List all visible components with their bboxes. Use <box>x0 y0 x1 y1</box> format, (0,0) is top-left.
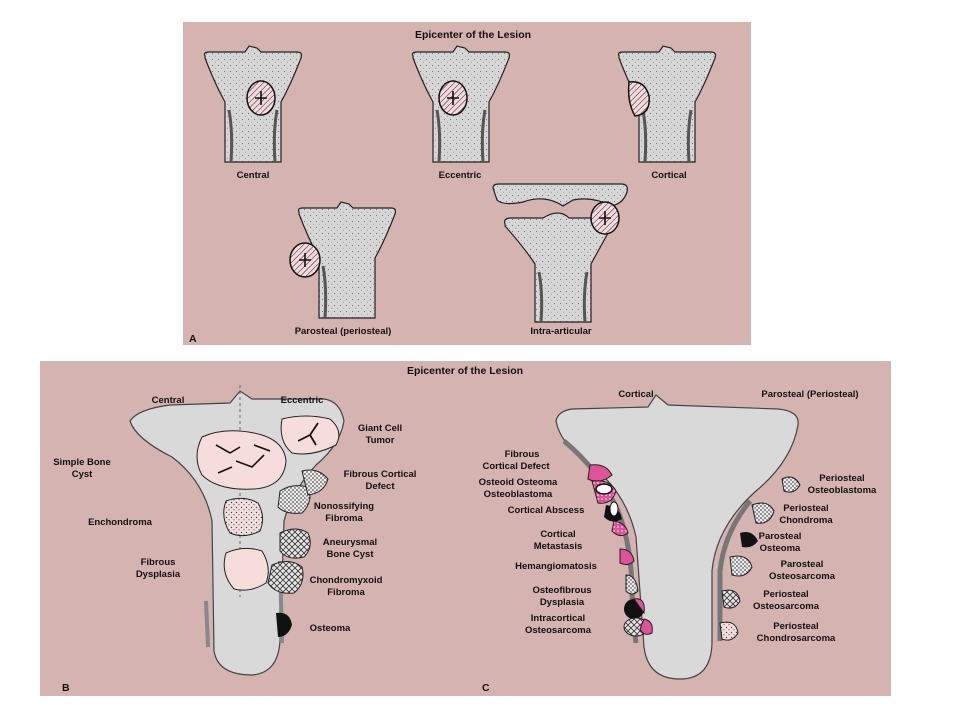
label-periosteal-osteosarcoma-1: Periosteal <box>763 589 808 600</box>
label-osteofibrous-dysplasia-1: Osteofibrous <box>532 585 591 596</box>
label-periosteal-osteoblastoma-1: Periosteal <box>819 473 864 484</box>
panel-b-letter: B <box>62 682 70 694</box>
label-parosteal-osteoma-2: Osteoma <box>760 543 801 554</box>
panel-bc-diagram: Epicenter of the Lesion Central Eccentri… <box>53 365 877 694</box>
c-header-cortical: Cortical <box>618 389 653 400</box>
label-periosteal-chondroma-2: Chondroma <box>779 515 833 526</box>
label-parosteal-osteosarcoma-1: Parosteal <box>781 559 824 570</box>
b-header-eccentric: Eccentric <box>281 395 324 406</box>
label-chondromyxoid-fibroma-1: Chondromyxoid <box>310 575 383 586</box>
label-intra-articular: Intra-articular <box>530 326 592 337</box>
label-periosteal-chondrosarcoma-2: Chondrosarcoma <box>757 633 836 644</box>
label-periosteal-osteosarcoma-2: Osteosarcoma <box>753 601 820 612</box>
panel-c-letter: C <box>482 682 490 694</box>
panel-bc: Epicenter of the Lesion Central Eccentri… <box>40 361 891 696</box>
label-osteoblastoma: Osteoblastoma <box>484 489 553 500</box>
label-osteoid-osteoma: Osteoid Osteoma <box>479 477 558 488</box>
bone-b <box>129 385 345 676</box>
label-hemangiomatosis: Hemangiomatosis <box>515 561 597 572</box>
label-periosteal-chondrosarcoma-1: Periosteal <box>773 621 818 632</box>
label-intracortical-osteosarcoma-2: Osteosarcoma <box>525 625 592 636</box>
label-parosteal-osteoma-1: Parosteal <box>759 531 802 542</box>
label-nonossifying-fibroma-1: Nonossifying <box>314 501 374 512</box>
bone-intra-articular <box>492 183 628 323</box>
label-fibrous-dysplasia-2: Dysplasia <box>136 569 181 580</box>
label-simple-bone-cyst-1: Simple Bone <box>53 457 111 468</box>
label-central: Central <box>237 170 270 181</box>
label-giant-cell-tumor-1: Giant Cell <box>358 423 402 434</box>
label-cortical-metastasis-2: Metastasis <box>534 541 583 552</box>
bone-central <box>203 44 303 164</box>
panel-a-diagram: Epicenter of the Lesion Central Eccentri… <box>189 29 717 345</box>
label-cortical: Cortical <box>651 170 686 181</box>
label-aneurysmal-bone-cyst-2: Bone Cyst <box>327 549 375 560</box>
label-simple-bone-cyst-2: Cyst <box>72 469 93 480</box>
label-giant-cell-tumor-2: Tumor <box>366 435 395 446</box>
label-enchondroma: Enchondroma <box>88 517 153 528</box>
b-header-central: Central <box>152 395 185 406</box>
panel-bc-title: Epicenter of the Lesion <box>407 365 523 377</box>
lesion-cortical <box>627 81 650 117</box>
label-c-fibrous-1: Fibrous <box>505 449 540 460</box>
label-intracortical-osteosarcoma-1: Intracortical <box>531 613 585 624</box>
label-cortical-metastasis-1: Cortical <box>540 529 575 540</box>
bone-c <box>555 394 801 680</box>
panel-a: Epicenter of the Lesion Central Eccentri… <box>183 22 751 345</box>
bone-eccentric <box>411 44 511 164</box>
label-osteoma: Osteoma <box>310 623 351 634</box>
label-eccentric: Eccentric <box>439 170 482 181</box>
label-parosteal-osteosarcoma-2: Osteosarcoma <box>769 571 836 582</box>
label-nonossifying-fibroma-2: Fibroma <box>325 513 363 524</box>
label-fibrous-cortical-defect-2: Defect <box>365 481 395 492</box>
label-parosteal: Parosteal (periosteal) <box>295 326 392 337</box>
bone-parosteal <box>289 201 397 319</box>
label-fibrous-cortical-defect-1: Fibrous Cortical <box>344 469 417 480</box>
label-periosteal-chondroma-1: Periosteal <box>783 503 828 514</box>
panel-a-letter: A <box>189 333 197 345</box>
bone-cortical <box>617 44 717 164</box>
label-fibrous-dysplasia-1: Fibrous <box>141 557 176 568</box>
label-periosteal-osteoblastoma-2: Osteoblastoma <box>808 485 877 496</box>
label-osteofibrous-dysplasia-2: Dysplasia <box>540 597 585 608</box>
label-chondromyxoid-fibroma-2: Fibroma <box>327 587 365 598</box>
panel-a-title: Epicenter of the Lesion <box>415 29 531 41</box>
c-header-parosteal: Parosteal (Periosteal) <box>761 389 858 400</box>
label-aneurysmal-bone-cyst-1: Aneurysmal <box>323 537 377 548</box>
label-cortical-abscess: Cortical Abscess <box>508 505 585 516</box>
label-c-fibrous-2: Cortical Defect <box>482 461 550 472</box>
